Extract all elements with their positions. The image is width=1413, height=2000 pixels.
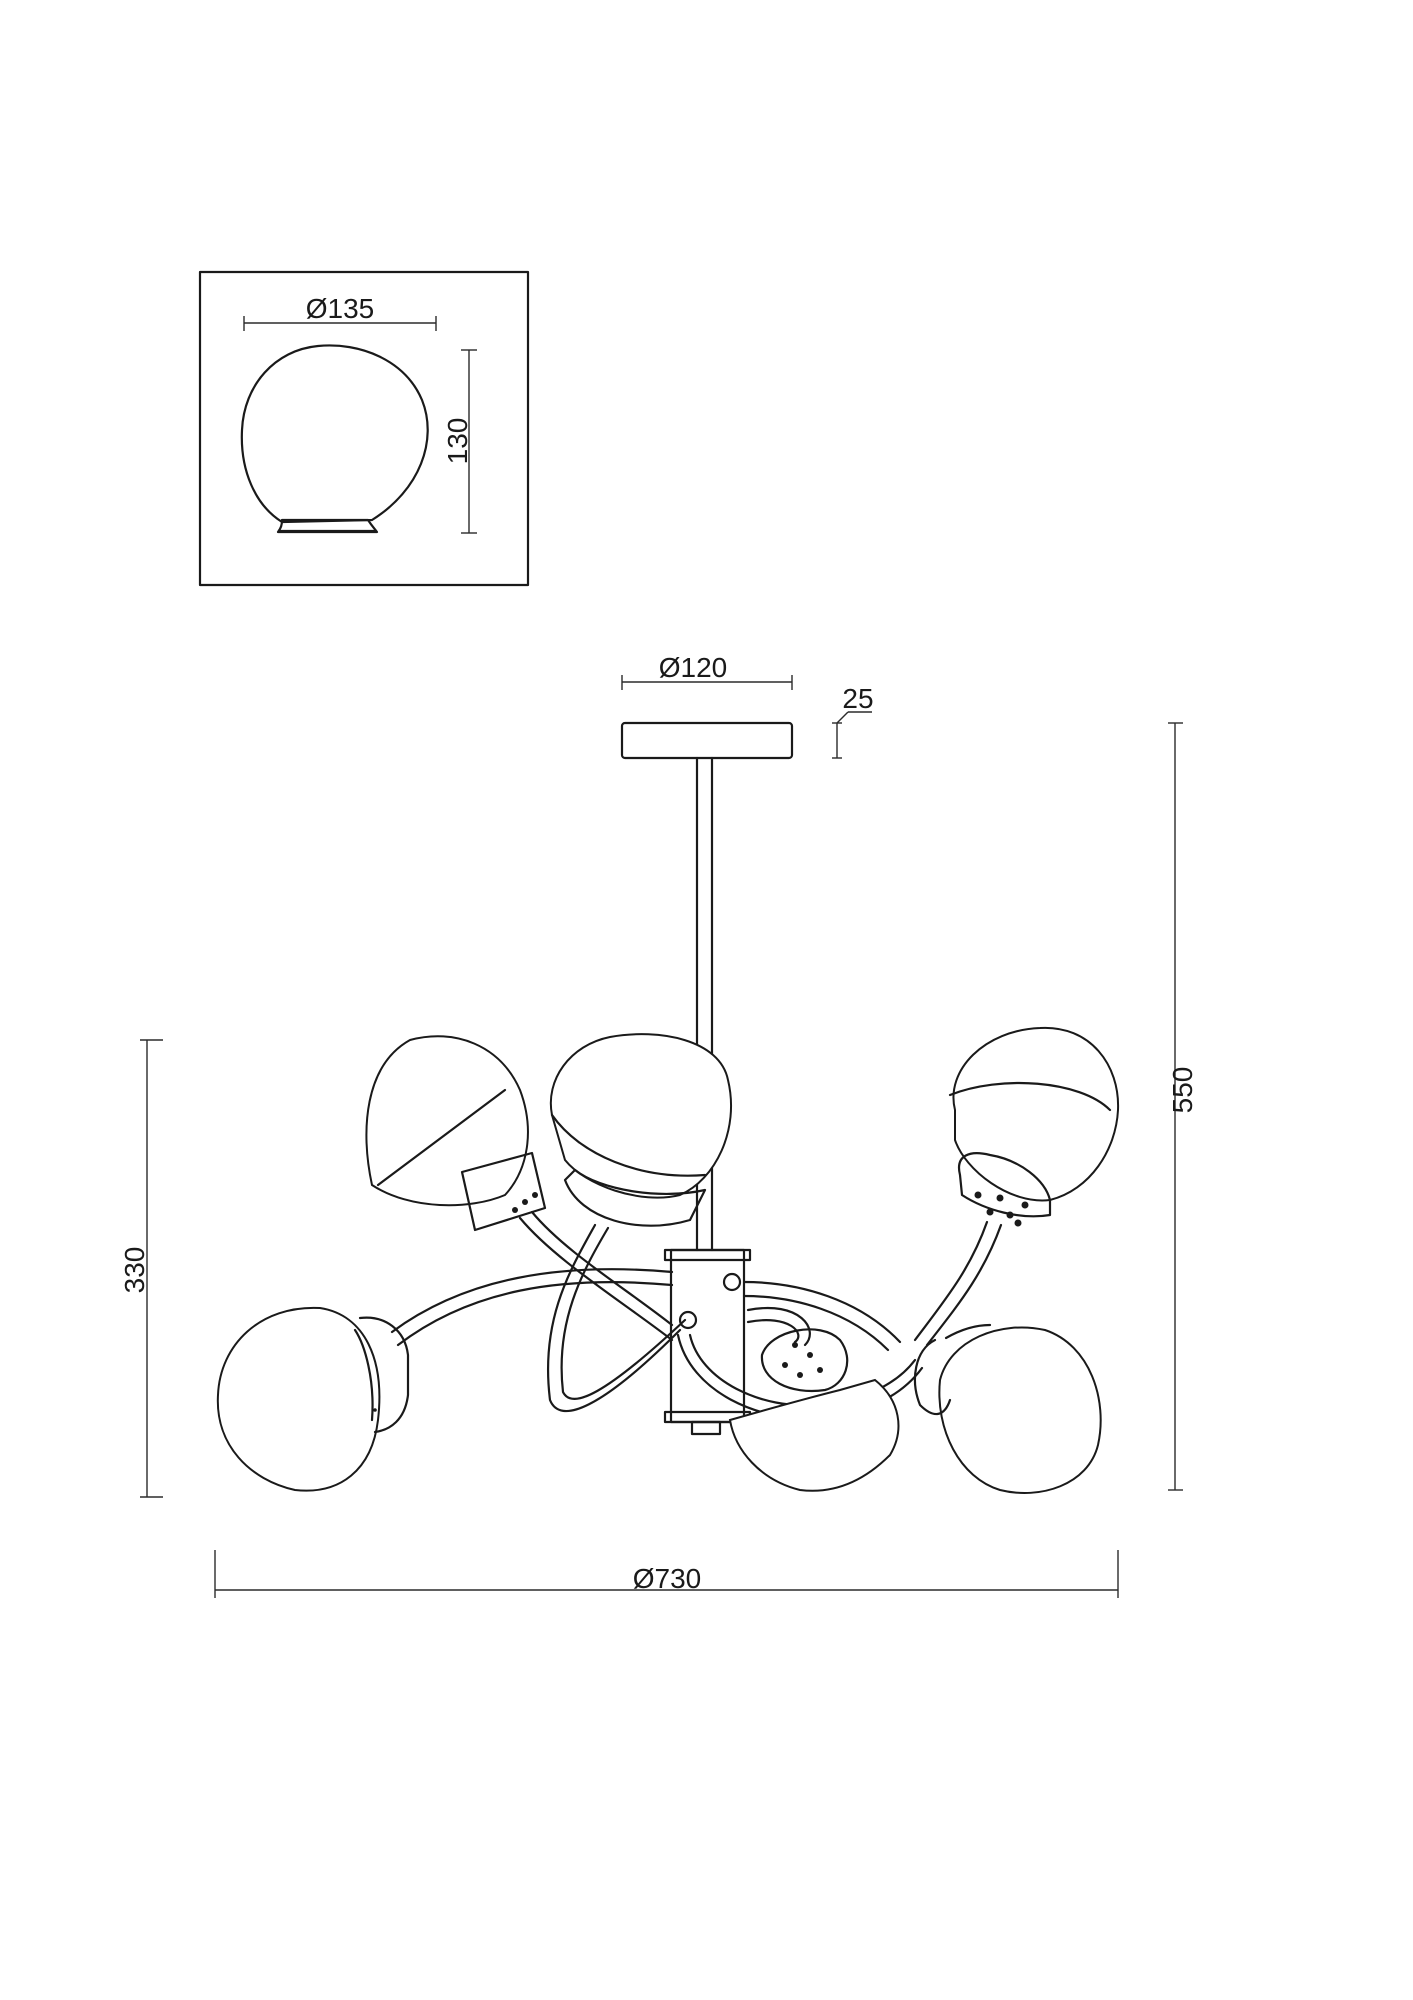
detail-frame: [198, 270, 530, 587]
arm-left-long: [396, 1281, 674, 1347]
arm-center-hook: [746, 1307, 811, 1347]
overall-diameter-label: Ø730: [633, 1563, 702, 1594]
canopy-diameter-label: Ø120: [659, 652, 728, 683]
shade-collar: [276, 518, 379, 534]
shade-bottom-center: [728, 1328, 900, 1492]
canopy: [620, 721, 794, 760]
shade-height-label: 130: [442, 418, 473, 465]
shade-detail: Ø135 130: [198, 270, 530, 587]
total-height-label: 550: [1167, 1067, 1198, 1114]
shade-bottom-left: [216, 1306, 410, 1492]
arm-right-back: [913, 1220, 989, 1342]
shade-top-right: [948, 1026, 1120, 1227]
arm-right-loop: [742, 1280, 902, 1344]
shade-bottom-right: [913, 1323, 1102, 1494]
chandelier: Ø120 25: [119, 652, 1198, 1598]
central-body: [669, 1248, 746, 1424]
body-height-label: 330: [119, 1247, 150, 1294]
canopy-height-label: 25: [842, 683, 873, 714]
shade-glass: [240, 344, 429, 524]
arm-left-back: [518, 1216, 674, 1342]
arm-loop-left: [546, 1223, 682, 1413]
shade-top-left: [365, 1035, 547, 1232]
shade-diameter-label: Ø135: [306, 293, 375, 324]
shade-top-center: [549, 1033, 733, 1227]
